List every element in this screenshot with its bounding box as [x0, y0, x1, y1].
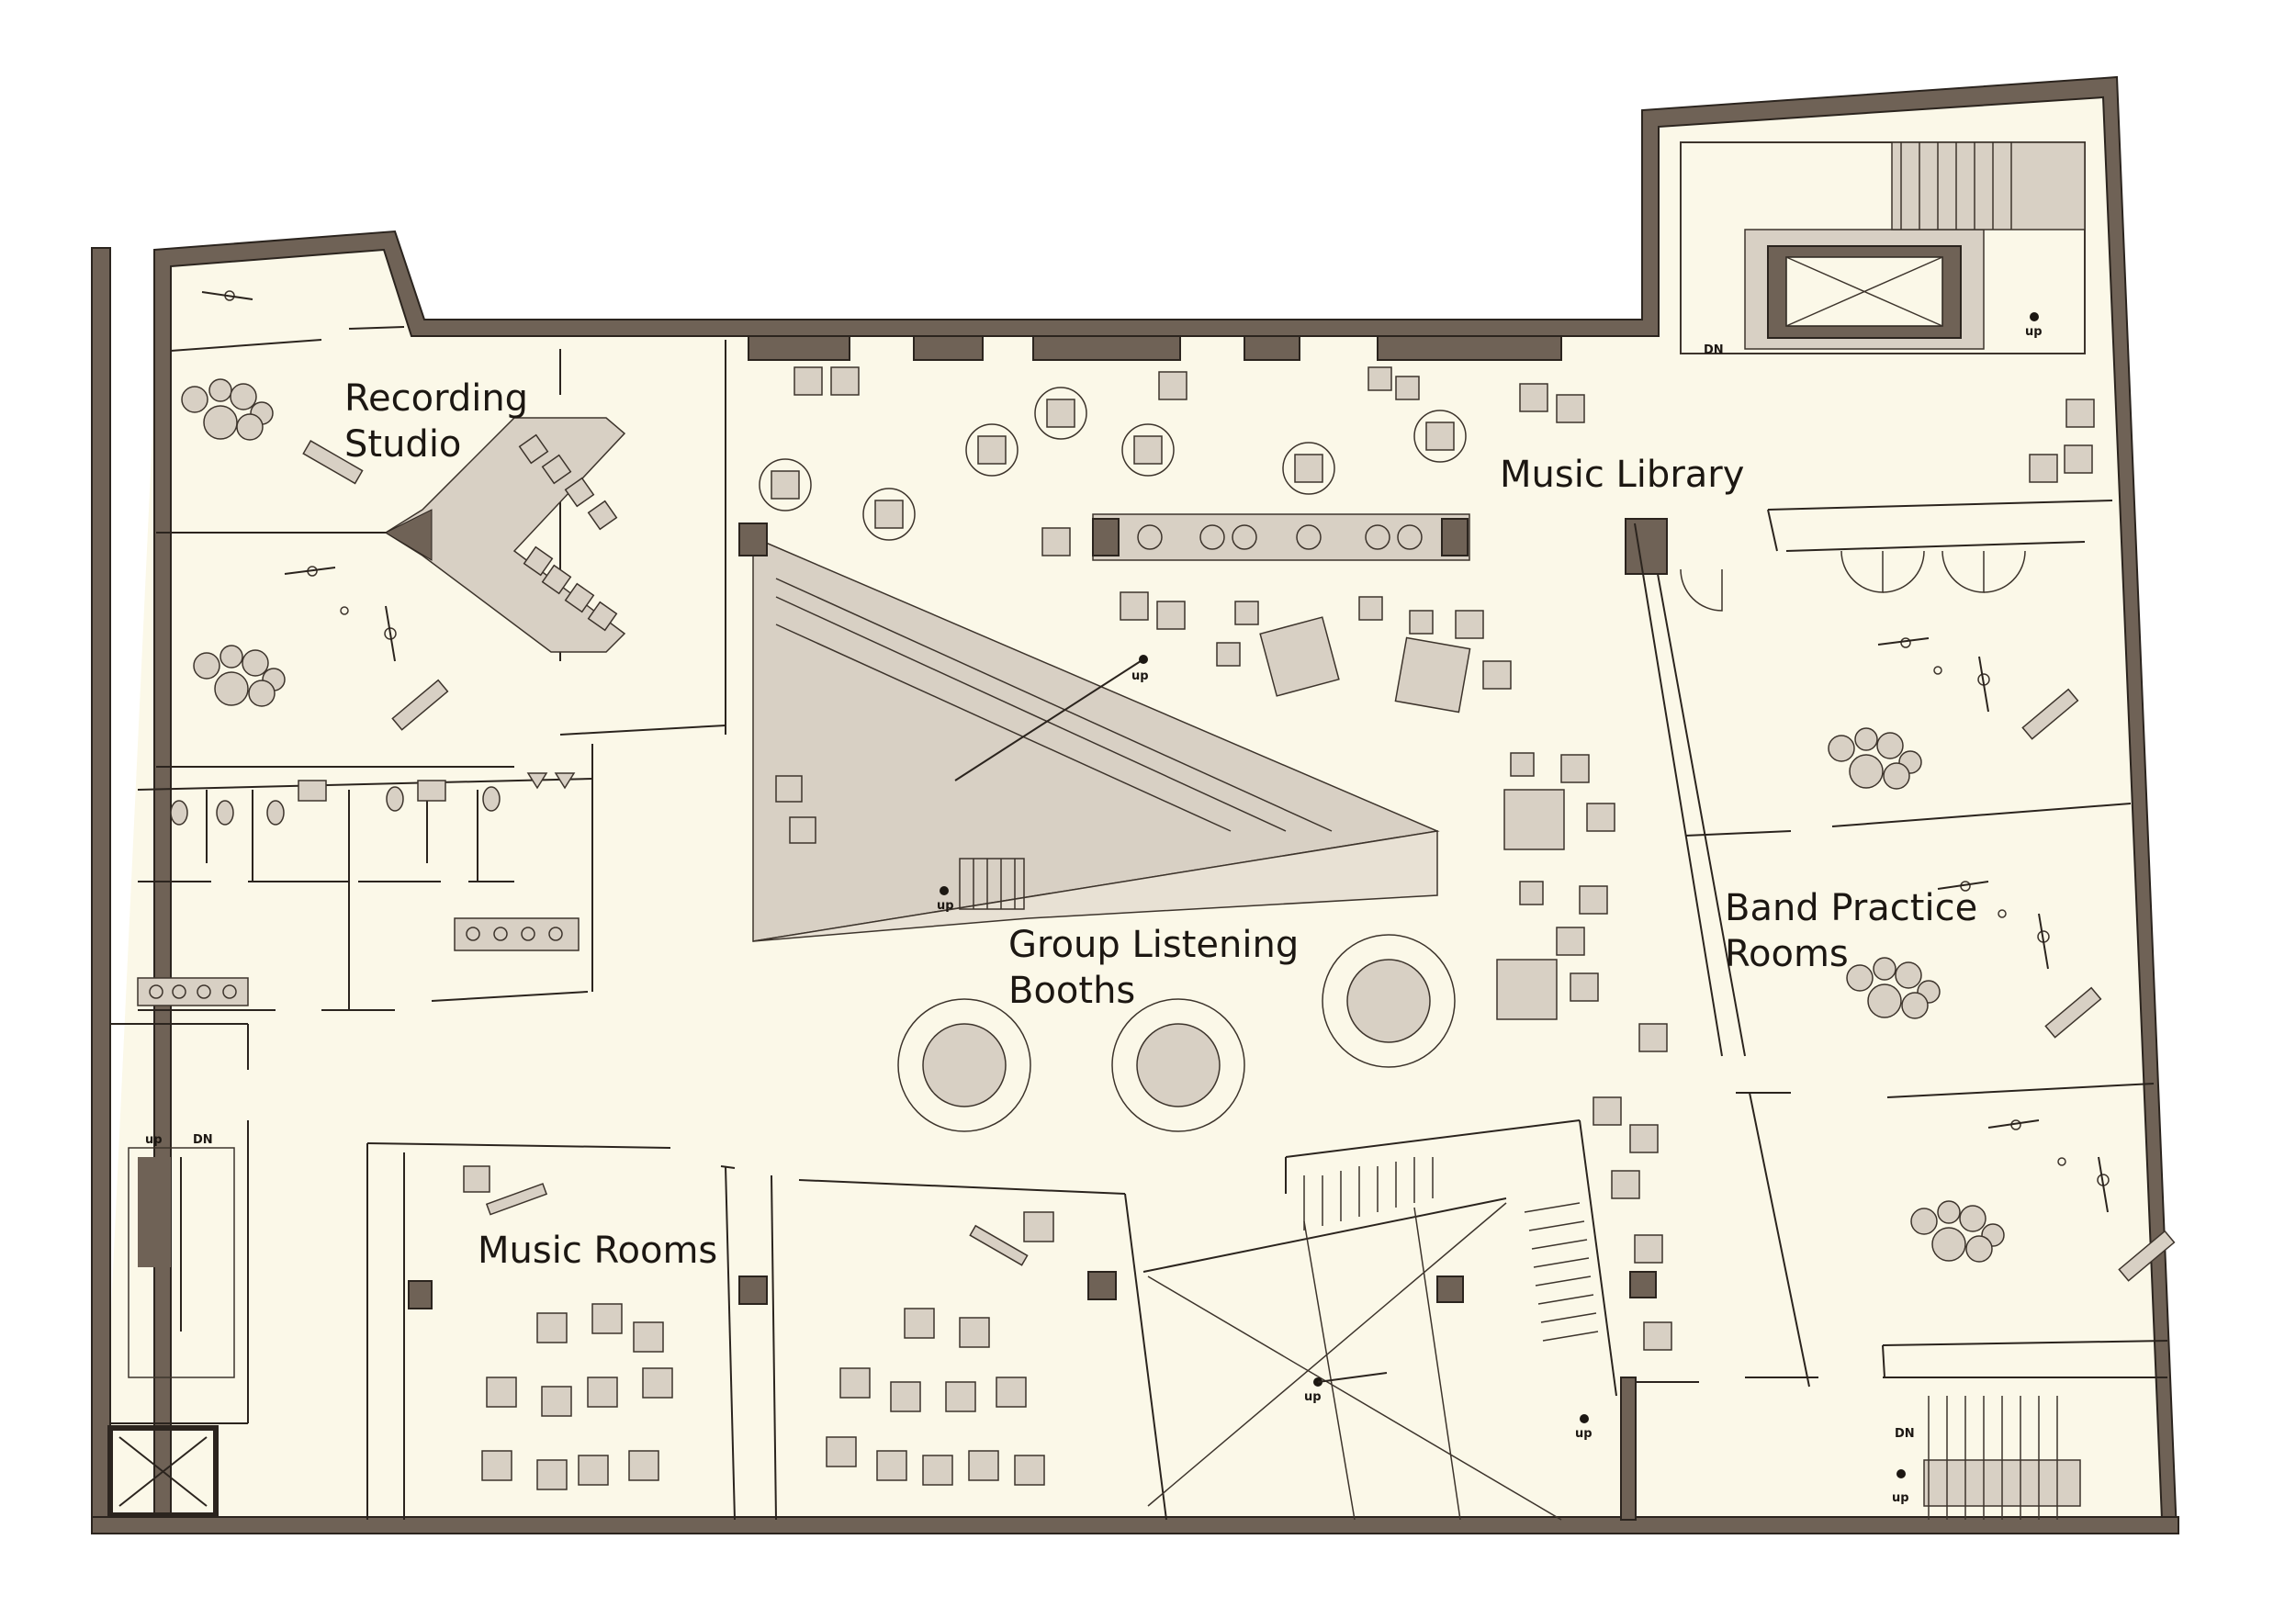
auditorium-up-mark: up — [1131, 669, 1149, 683]
label-recording-studio-line1: Recording — [344, 377, 528, 420]
restrooms — [137, 744, 593, 1011]
label-group-listening-line1: Group Listening — [1008, 924, 1299, 966]
stool-icon — [759, 387, 1467, 541]
keyboard-icon — [391, 679, 449, 731]
left-stair: up DN — [107, 1023, 249, 1518]
top-windows — [748, 335, 1562, 361]
tr-stair-up-mark: up — [2025, 325, 2043, 339]
br-stair-up-mark: up — [1892, 1491, 1909, 1505]
keyboard-icon — [2044, 986, 2102, 1039]
tr-stair-down-mark: DN — [1704, 343, 1724, 357]
drum-kit-icon — [193, 645, 286, 707]
keyboard-icon — [2118, 1230, 2176, 1282]
label-band-practice-line1: Band Practice — [1725, 887, 1977, 929]
drum-kit-icon — [1828, 727, 1922, 790]
keyboard-icon — [2021, 688, 2079, 740]
br-stair-down-mark: DN — [1895, 1427, 1915, 1441]
atrium-up-mark-2: up — [1575, 1427, 1593, 1441]
stair-up-mark: up — [145, 1133, 163, 1147]
room-labels: Recording Studio Music Library Group Lis… — [344, 377, 1977, 1272]
drum-kit-icon — [181, 378, 274, 441]
label-band-practice-line2: Rooms — [1725, 933, 1849, 975]
music-rooms — [366, 1142, 1167, 1521]
elevator-icon — [107, 1425, 219, 1518]
recording-studio — [156, 290, 726, 768]
drum-kit-icon — [1910, 1200, 2005, 1263]
central-stair: up up — [1142, 1119, 1617, 1521]
small-stair-up-mark: up — [937, 899, 954, 913]
keyboard-icon — [302, 440, 364, 485]
atrium-up-mark: up — [1304, 1390, 1322, 1404]
band-practice-rooms — [1620, 500, 2176, 1521]
round-table-icon — [897, 934, 1456, 1132]
label-music-rooms: Music Rooms — [478, 1230, 717, 1272]
label-music-library: Music Library — [1500, 454, 1744, 496]
top-right-stair: up DN — [1680, 141, 2086, 357]
bottom-right-stair: up DN — [1892, 1396, 2081, 1520]
tiered-seating: up up — [738, 523, 1440, 942]
drum-kit-icon — [1846, 957, 1941, 1019]
label-recording-studio-line2: Studio — [344, 423, 461, 466]
label-group-listening-line2: Booths — [1008, 970, 1135, 1012]
library-furniture — [759, 366, 2095, 1351]
stair-down-mark: DN — [193, 1133, 213, 1147]
